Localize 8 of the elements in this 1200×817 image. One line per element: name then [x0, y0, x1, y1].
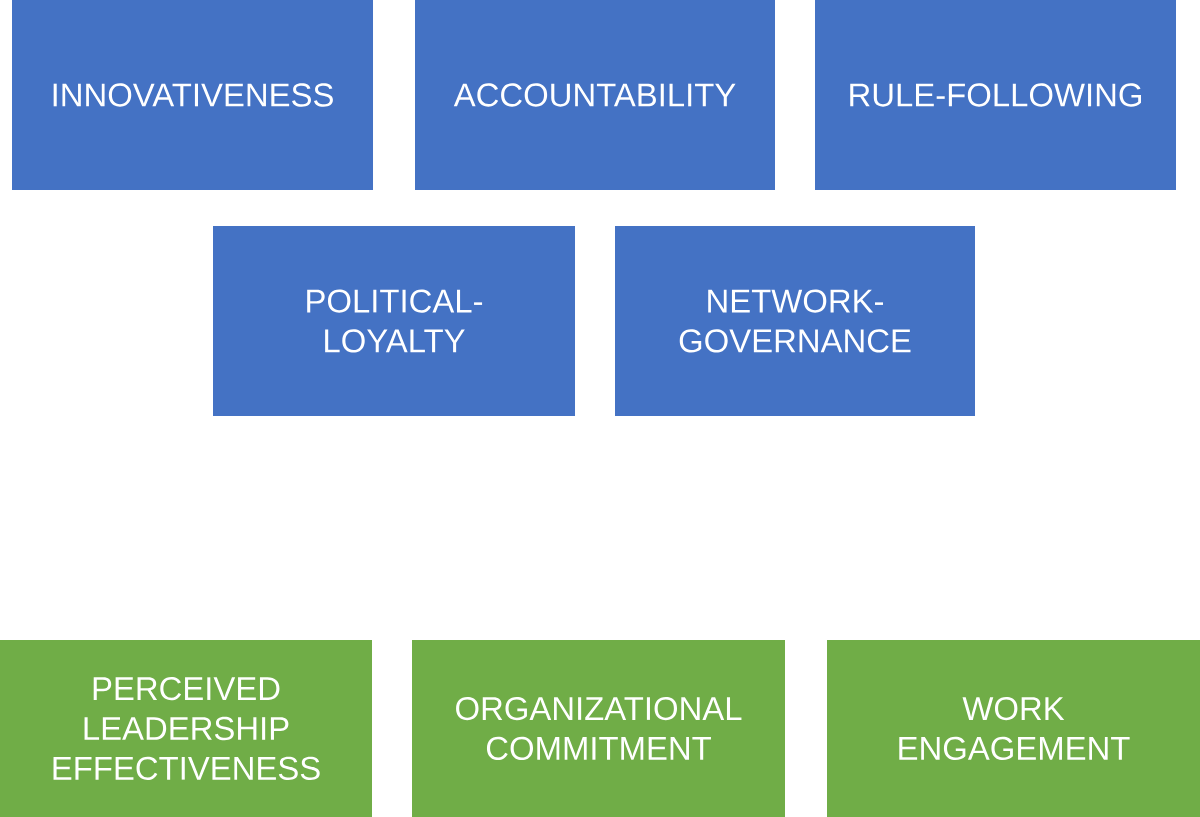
text-box: RULE-FOLLOWING — [815, 0, 1176, 190]
text-box: WORK ENGAGEMENT — [827, 640, 1200, 817]
text-box: PERCEIVED LEADERSHIP EFFECTIVENESS — [0, 640, 372, 817]
text-box: NETWORK- GOVERNANCE — [615, 226, 975, 416]
text-box: INNOVATIVENESS — [12, 0, 373, 190]
text-box: ACCOUNTABILITY — [415, 0, 775, 190]
text-box: POLITICAL- LOYALTY — [213, 226, 575, 416]
text-box: ORGANIZATIONAL COMMITMENT — [412, 640, 785, 817]
